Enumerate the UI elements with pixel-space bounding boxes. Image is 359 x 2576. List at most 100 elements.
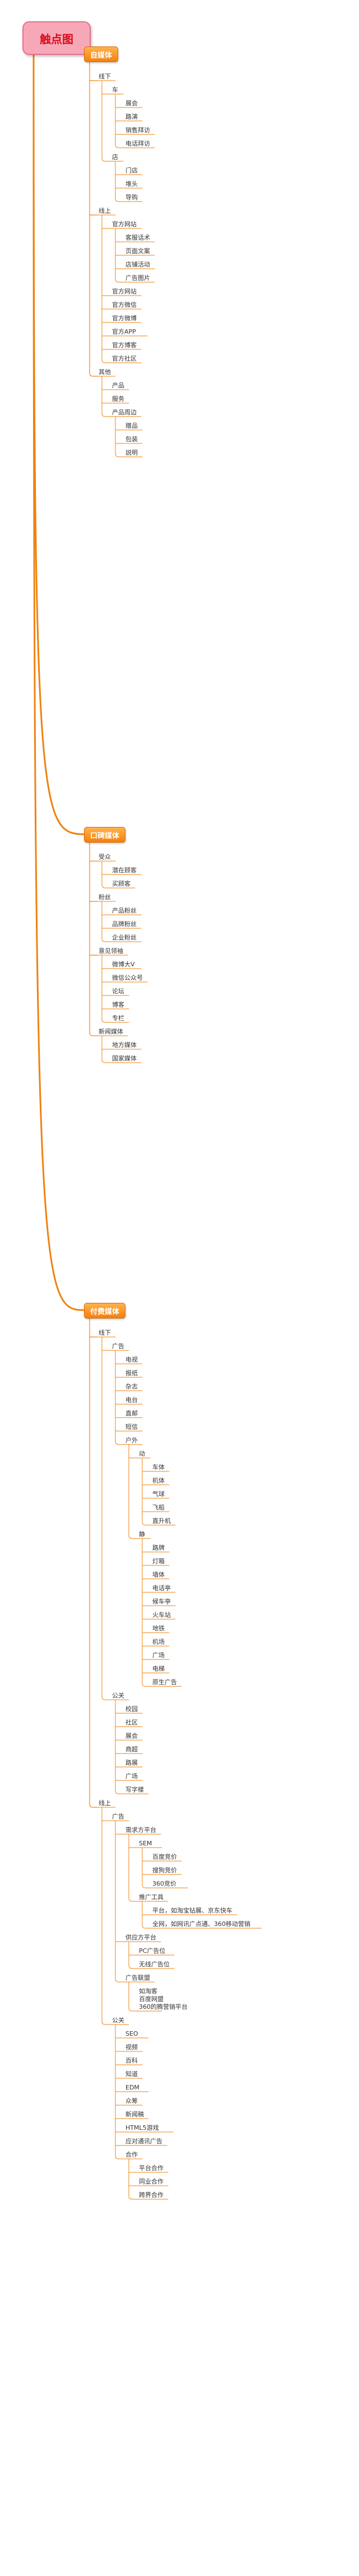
main-branch-node[interactable]: 口碑媒体	[84, 827, 126, 843]
topic-node[interactable]: EDM	[125, 2084, 139, 2091]
topic-node[interactable]: 粉丝	[99, 894, 111, 901]
topic-node[interactable]: 广告	[112, 1343, 124, 1350]
topic-node[interactable]: 线下	[99, 1329, 111, 1336]
topic-node[interactable]: 新闻媒体	[99, 1028, 123, 1035]
topic-node[interactable]: 直升机	[152, 1517, 171, 1525]
topic-node[interactable]: 供应方平台	[125, 1934, 156, 1941]
topic-node[interactable]: 跨界合作	[139, 2191, 164, 2199]
topic-node[interactable]: 车	[112, 86, 118, 93]
topic-node[interactable]: 应对通讯广告	[125, 2138, 162, 2145]
topic-node[interactable]: 店铺活动	[125, 261, 150, 268]
topic-node[interactable]: 合作	[125, 2151, 138, 2158]
topic-node[interactable]: 线上	[99, 207, 111, 214]
topic-node[interactable]: 包装	[125, 436, 138, 443]
topic-node[interactable]: 电台	[125, 1396, 138, 1404]
topic-node[interactable]: 社区	[125, 1719, 138, 1726]
topic-node[interactable]: 受众	[99, 853, 111, 861]
topic-node[interactable]: 企业粉丝	[112, 934, 137, 941]
topic-node[interactable]: 平台合作	[139, 2164, 164, 2172]
topic-node[interactable]: 机体	[152, 1477, 165, 1484]
topic-node[interactable]: 飞船	[152, 1504, 165, 1511]
topic-node[interactable]: 百度竞价	[152, 1853, 177, 1860]
topic-node[interactable]: 服务	[112, 395, 124, 403]
topic-node[interactable]: 意见领袖	[99, 947, 123, 955]
topic-node[interactable]: 墙体	[152, 1571, 165, 1578]
topic-node[interactable]: 官方社区	[112, 355, 137, 362]
topic-node[interactable]: 官方微博	[112, 315, 137, 322]
topic-node[interactable]: 动	[139, 1450, 145, 1457]
topic-node[interactable]: 广场	[152, 1652, 165, 1659]
topic-node[interactable]: 专栏	[112, 1014, 124, 1022]
topic-node[interactable]: PC广告位	[139, 1947, 166, 1955]
topic-node[interactable]: 广告	[112, 1813, 124, 1820]
topic-node[interactable]: 电视	[125, 1356, 138, 1363]
topic-node[interactable]: 页面文案	[125, 247, 150, 255]
topic-node[interactable]: 展会	[125, 100, 138, 107]
topic-node[interactable]: 路牌	[152, 1544, 165, 1551]
topic-node[interactable]: 广场	[125, 1773, 138, 1780]
topic-node[interactable]: 公关	[112, 1692, 124, 1699]
topic-node[interactable]: 电梯	[152, 1665, 165, 1672]
main-branch-node[interactable]: 付费媒体	[84, 1303, 126, 1319]
topic-node[interactable]: 官方APP	[112, 328, 136, 335]
topic-node[interactable]: 説明	[125, 449, 138, 456]
topic-node[interactable]: 无线广告位	[139, 1961, 170, 1968]
topic-node[interactable]: 官方博客	[112, 342, 137, 349]
topic-node[interactable]: 写字楼	[125, 1786, 144, 1793]
topic-node[interactable]: 导购	[125, 194, 138, 201]
topic-node[interactable]: 知道	[125, 2070, 138, 2078]
topic-node[interactable]: SEM	[139, 1840, 152, 1847]
topic-node[interactable]: 广告联盟	[125, 1974, 150, 1981]
topic-node[interactable]: 堆头	[125, 180, 138, 188]
topic-node[interactable]: 灯箱	[152, 1558, 165, 1565]
topic-node[interactable]: 如淘客 百度网盟 360的腾营销平台	[139, 1988, 188, 2011]
topic-node[interactable]: 视频	[125, 2044, 138, 2051]
topic-node[interactable]: 客服话术	[125, 234, 150, 241]
topic-node[interactable]: 静	[139, 1531, 145, 1538]
topic-node[interactable]: 官方微信	[112, 301, 137, 308]
topic-node[interactable]: 同业合作	[139, 2178, 164, 2185]
topic-node[interactable]: 赠品	[125, 422, 138, 429]
topic-node[interactable]: 路演	[125, 113, 138, 120]
topic-node[interactable]: 杂志	[125, 1383, 138, 1390]
topic-node[interactable]: 品牌粉丝	[112, 920, 137, 928]
topic-node[interactable]: 车体	[152, 1464, 165, 1471]
topic-node[interactable]: 全网，如网讯广点通、360移动营销	[152, 1920, 250, 1928]
topic-node[interactable]: 需求方平台	[125, 1826, 156, 1834]
topic-node[interactable]: 微博大V	[112, 961, 135, 968]
topic-node[interactable]: 机场	[152, 1638, 165, 1645]
topic-node[interactable]: 公关	[112, 2017, 124, 2024]
topic-node[interactable]: 众筹	[125, 2097, 138, 2105]
topic-node[interactable]: 潜在顾客	[112, 867, 137, 874]
topic-node[interactable]: 论坛	[112, 988, 124, 995]
topic-node[interactable]: 店	[112, 153, 118, 161]
topic-node[interactable]: 买顾客	[112, 880, 130, 887]
topic-node[interactable]: 门店	[125, 167, 138, 174]
topic-node[interactable]: 报纸	[125, 1369, 138, 1377]
topic-node[interactable]: 推广工具	[139, 1894, 164, 1901]
topic-node[interactable]: 广告图片	[125, 274, 150, 282]
topic-node[interactable]: 商超	[125, 1746, 138, 1753]
topic-node[interactable]: SEO	[125, 2030, 138, 2037]
topic-node[interactable]: 百科	[125, 2057, 138, 2064]
topic-node[interactable]: 国家媒体	[112, 1055, 137, 1062]
topic-node[interactable]: 直邮	[125, 1410, 138, 1417]
topic-node[interactable]: 产品粉丝	[112, 907, 137, 914]
topic-node[interactable]: 销售拜访	[125, 127, 150, 134]
topic-node[interactable]: 平台，如淘宝钻展、京东快车	[152, 1907, 232, 1914]
topic-node[interactable]: 其他	[99, 368, 111, 376]
topic-node[interactable]: 博客	[112, 1001, 124, 1008]
topic-node[interactable]: 地方媒体	[112, 1041, 137, 1049]
topic-node[interactable]: 360竞价	[152, 1880, 176, 1887]
topic-node[interactable]: HTML5游戏	[125, 2124, 159, 2131]
topic-node[interactable]: 搜狗竞价	[152, 1867, 177, 1874]
topic-node[interactable]: 新闻稿	[125, 2111, 144, 2118]
topic-node[interactable]: 地铁	[152, 1625, 165, 1632]
topic-node[interactable]: 户外	[125, 1437, 138, 1444]
topic-node[interactable]: 展会	[125, 1732, 138, 1740]
topic-node[interactable]: 校园	[125, 1705, 138, 1713]
topic-node[interactable]: 火车站	[152, 1611, 171, 1619]
topic-node[interactable]: 官方网站	[112, 221, 137, 228]
topic-node[interactable]: 路展	[125, 1759, 138, 1766]
topic-node[interactable]: 原生广告	[152, 1679, 177, 1686]
